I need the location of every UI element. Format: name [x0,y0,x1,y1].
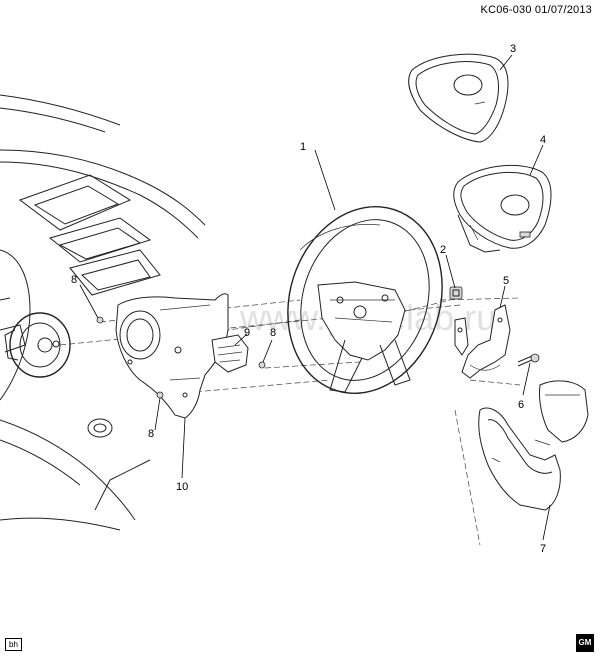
part-2-nut [449,286,463,300]
gm-logo-icon: GM [576,634,594,652]
screw-icon [258,361,266,369]
part-4-airbag-module [453,164,552,253]
part-9-bracket [211,334,249,373]
corner-tag: bh [5,638,22,651]
part-3-airbag-cover [408,53,509,143]
part-10-column-cover [115,293,229,419]
callout-2: 2 [440,244,446,256]
part-6-bolt [517,353,540,367]
callout-1: 1 [300,141,306,153]
callout-9: 9 [244,327,250,339]
callout-8: 8 [270,327,276,339]
leader-lines [79,54,551,541]
part-5-switch-bracket [454,304,511,379]
callout-5: 5 [503,275,509,287]
screw-icon [156,391,164,399]
callout-6: 6 [518,399,524,411]
part-1-steering-wheel [287,206,443,394]
callout-numbers: 1 2 3 4 5 6 7 8 8 8 9 10 [71,43,546,555]
callout-8: 8 [71,274,77,286]
callout-8: 8 [148,428,154,440]
callout-3: 3 [510,43,516,55]
screw-icon [96,316,104,324]
diagram-code: KC06-030 01/07/2013 [480,4,592,16]
callout-4: 4 [540,134,546,146]
part-7-lower-bezel [478,380,589,511]
callout-7: 7 [540,543,546,555]
callout-10: 10 [176,481,188,493]
instrument-panel [0,94,206,531]
screws-8 [96,316,266,399]
